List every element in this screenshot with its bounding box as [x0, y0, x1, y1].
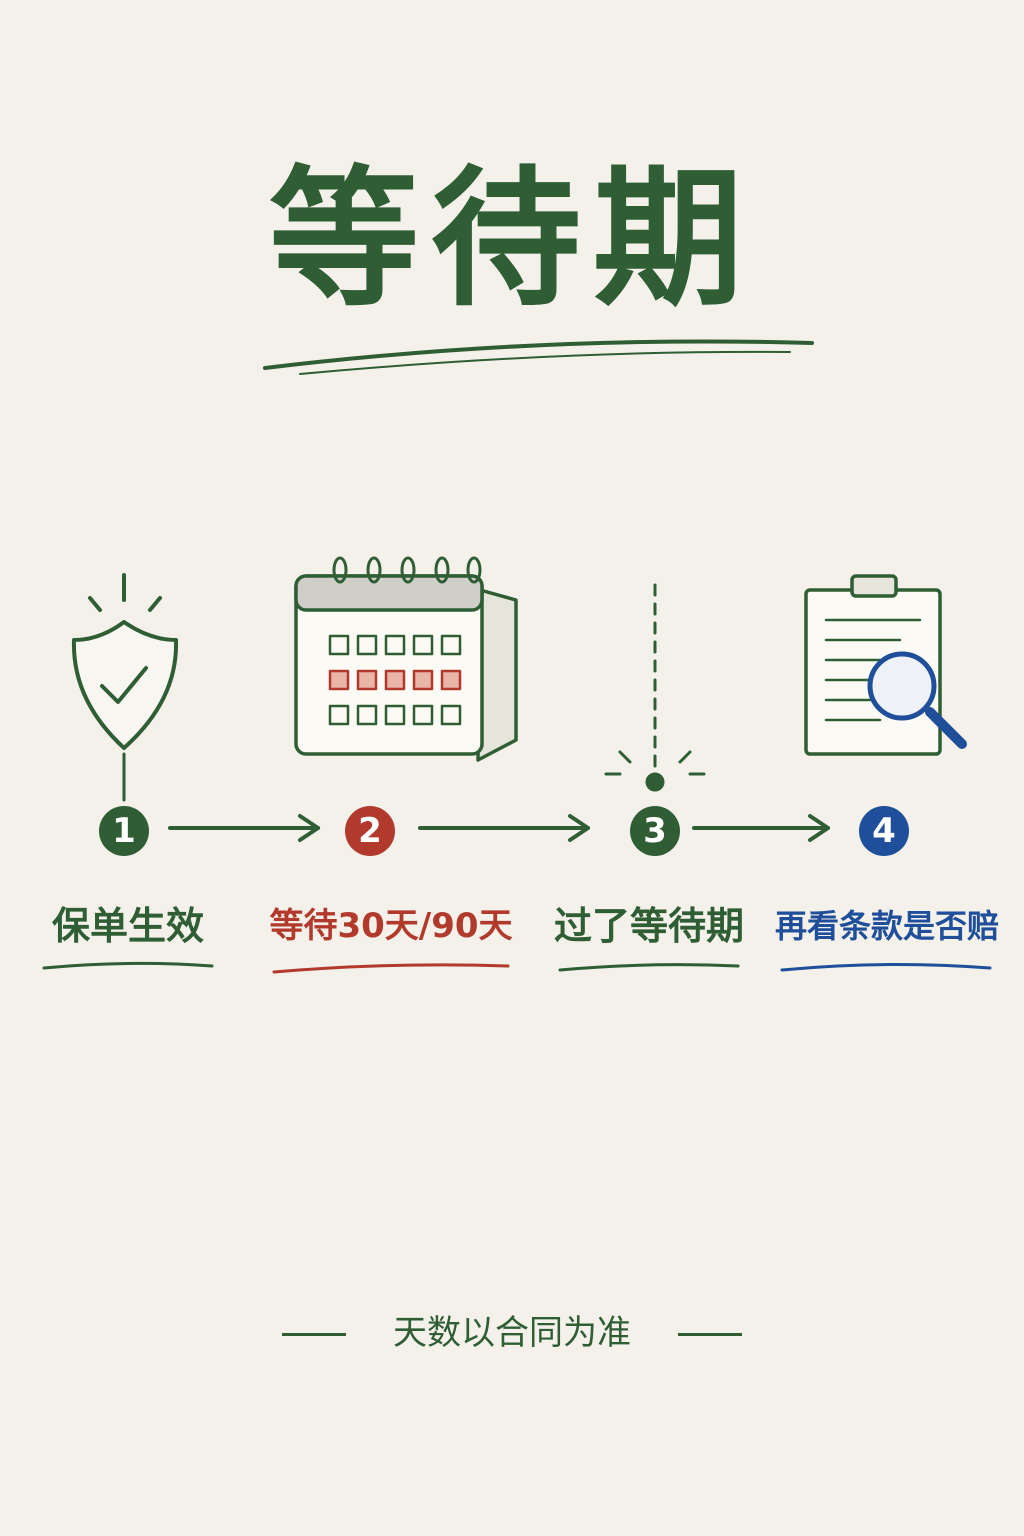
arrow-3-to-4	[692, 814, 830, 842]
shield-check-icon	[71, 573, 179, 802]
step-1-number: 1	[99, 806, 149, 856]
milestone-marker-icon	[604, 583, 706, 792]
step-2-number: 2	[345, 806, 395, 856]
flow-arrows	[168, 814, 830, 842]
page-title: 等待期	[268, 153, 755, 327]
underline-step-3	[558, 963, 740, 972]
step-3-number: 3	[630, 806, 680, 856]
footer-note-text: 天数以合同为准	[393, 1313, 631, 1353]
step-4-label: 再看条款是否赔	[774, 907, 999, 945]
underline-step-1	[42, 961, 214, 970]
footer-note: 天数以合同为准	[0, 1305, 1024, 1361]
underline-step-2	[272, 963, 510, 974]
arrow-1-to-2	[168, 814, 320, 842]
footer-dash-left	[282, 1333, 347, 1336]
footer-dash-right	[677, 1333, 742, 1336]
step-1-label: 保单生效	[51, 904, 204, 948]
arrow-2-to-3	[418, 814, 590, 842]
step-2-label: 等待30天/90天	[269, 906, 513, 946]
underline-step-4	[780, 962, 992, 972]
title-underline	[263, 339, 814, 375]
calendar-icon	[294, 556, 518, 762]
step-3-label: 过了等待期	[553, 904, 744, 948]
label-underlines	[42, 961, 992, 974]
clipboard-magnifier-icon	[804, 574, 967, 756]
step-4-number: 4	[859, 806, 909, 856]
